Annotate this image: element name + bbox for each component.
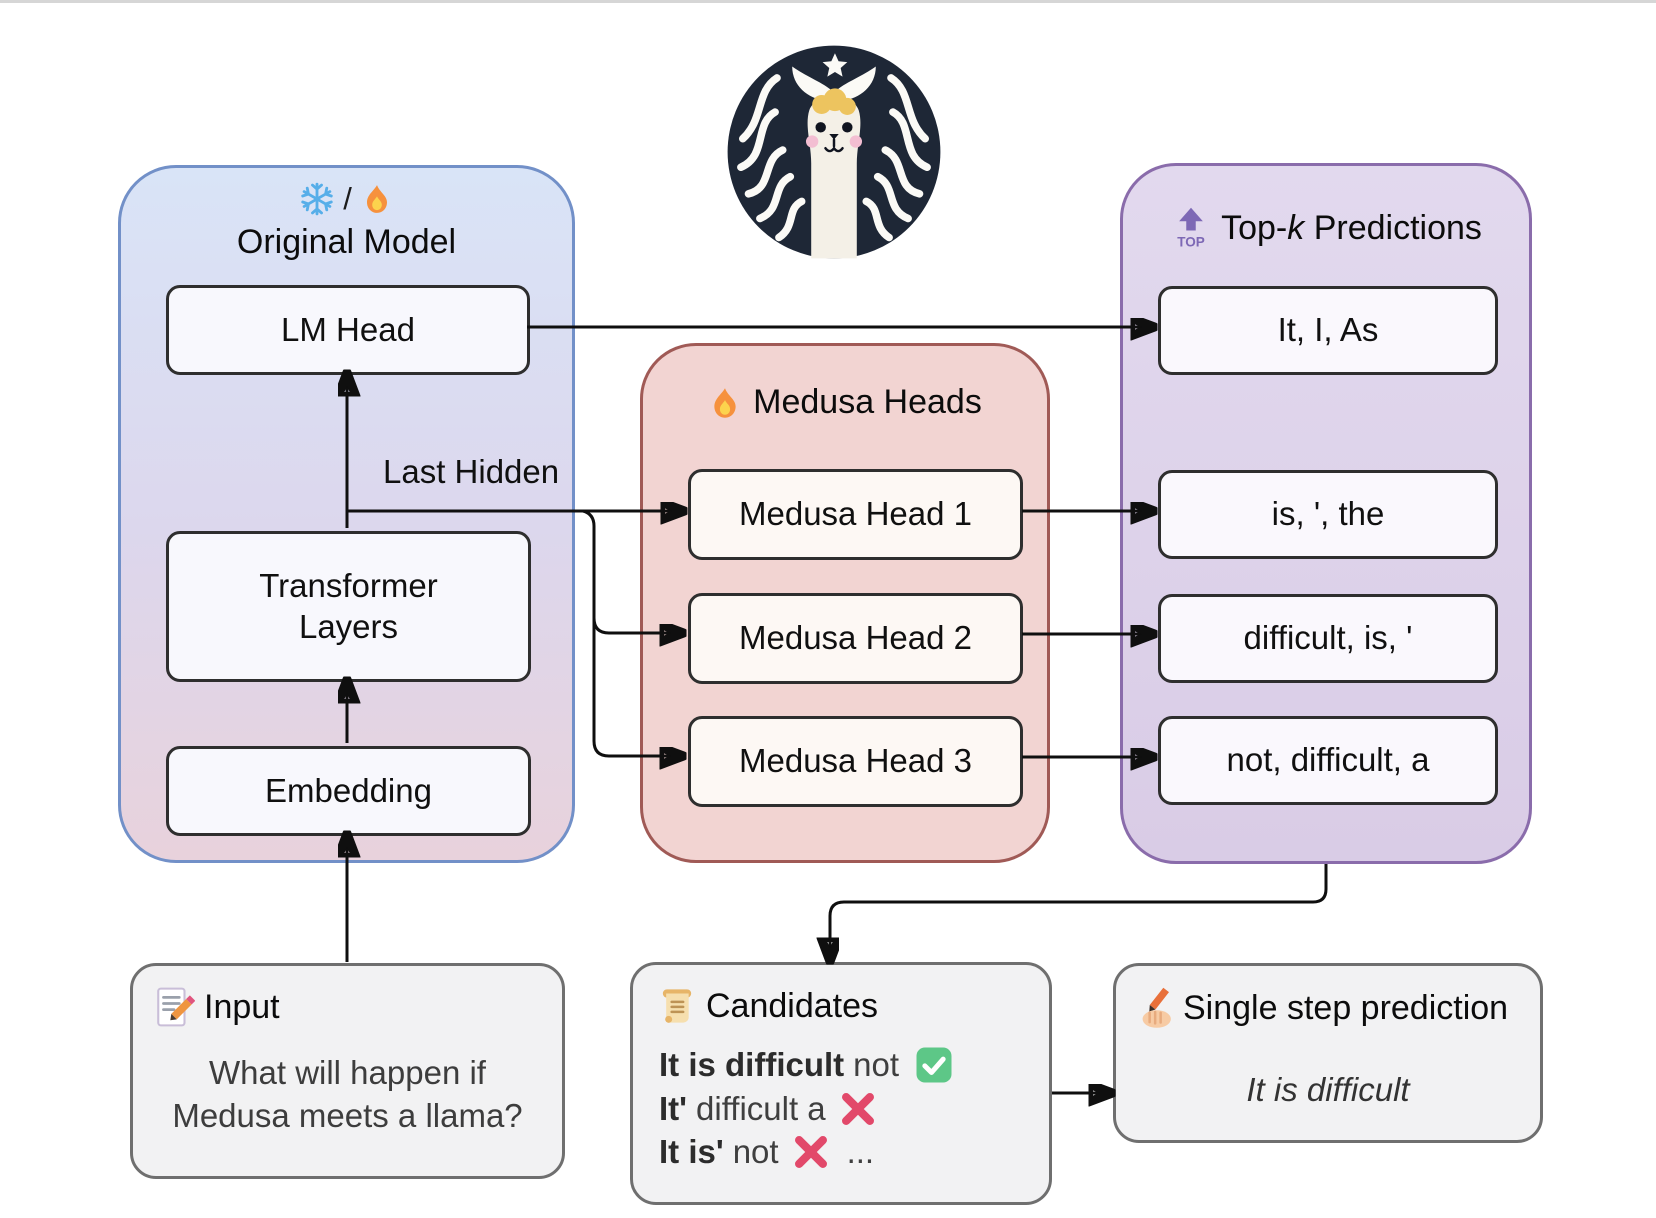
medusa-head-2-label: Medusa Head 2 [739, 619, 972, 657]
transformer-layers-label: Transformer Layers [259, 567, 438, 645]
candidates-title: Candidates [706, 986, 879, 1025]
top-icon: TOP [1177, 207, 1205, 250]
single-step-title-row: Single step prediction [1130, 987, 1508, 1029]
star-icon [822, 53, 848, 77]
prediction-box-lm: It, I, As [1158, 286, 1498, 375]
slash-separator: / [343, 181, 352, 216]
flame-icon [366, 185, 387, 213]
medusa-head-3-label: Medusa Head 3 [739, 742, 972, 780]
single-step-title: Single step prediction [1183, 988, 1509, 1027]
prediction-2-label: difficult, is, ' [1243, 619, 1413, 657]
check-icon [916, 1047, 952, 1083]
embedding-label: Embedding [265, 771, 432, 809]
mane-waves [737, 74, 931, 242]
medusa-head-1-label: Medusa Head 1 [739, 495, 972, 533]
candidate-1-accepted-part: It is difficult [659, 1046, 845, 1083]
topk-title-row: TOP Top-k Predictions [1123, 206, 1529, 250]
prediction-box-3: not, difficult, a [1158, 716, 1498, 805]
prediction-lm-label: It, I, As [1277, 311, 1379, 349]
input-title-row: Input [153, 986, 280, 1028]
cross-icon [841, 1093, 874, 1125]
flame-icon [714, 387, 736, 418]
single-step-box: Single step prediction It is difficult [1113, 963, 1543, 1143]
candidate-2-accepted-part: It' [659, 1090, 688, 1127]
input-text-line1: What will happen if [209, 1054, 486, 1091]
scroll-icon [662, 989, 692, 1023]
topk-title: Top-k Predictions [1221, 209, 1482, 248]
cross-icon [794, 1136, 827, 1168]
candidates-box: Candidates It is difficult not It' diffi… [630, 962, 1052, 1205]
medusa-heads-title-row: Medusa Heads [643, 383, 1047, 422]
page-top-border [0, 0, 1656, 3]
medusa-head-2-box: Medusa Head 2 [688, 593, 1023, 684]
arrow-topk-to-candidates [830, 864, 1328, 960]
candidate-row-2: It' difficult a [659, 1090, 877, 1128]
single-step-content: It is difficult [1246, 1071, 1410, 1108]
llama-face [807, 96, 861, 259]
topk-title-post: Predictions [1304, 208, 1482, 247]
prediction-1-label: is, ', the [1271, 495, 1385, 533]
prediction-3-label: not, difficult, a [1226, 741, 1430, 779]
input-title: Input [204, 987, 280, 1026]
writing-hand-icon [1142, 987, 1171, 1028]
lm-head-box: LM Head [166, 285, 530, 375]
candidate-row-3: It is' not ... [659, 1133, 874, 1171]
face-features [805, 122, 863, 153]
candidate-row-1: It is difficult not [659, 1045, 954, 1085]
topk-predictions-panel: TOP Top-k Predictions It, I, As is, ', t… [1120, 163, 1532, 864]
embedding-box: Embedding [166, 746, 531, 836]
original-model-panel: / Original Model LM Head Last Hidden Tra… [118, 165, 575, 863]
candidate-2-rest: difficult a [696, 1090, 826, 1127]
prediction-box-2: difficult, is, ' [1158, 594, 1498, 683]
topk-title-pre: Top- [1221, 208, 1288, 247]
medusa-head-3-box: Medusa Head 3 [688, 716, 1023, 807]
lm-head-label: LM Head [281, 310, 415, 348]
top-icon-text: TOP [1177, 235, 1205, 250]
horns [792, 66, 876, 101]
medusa-head-1-box: Medusa Head 1 [688, 469, 1023, 560]
medusa-heads-panel: Medusa Heads Medusa Head 1 Medusa Head 2… [640, 343, 1050, 863]
input-box: Input What will happen if Medusa meets a… [130, 963, 565, 1179]
medusa-llama-logo [727, 45, 941, 259]
snowflake-icon [301, 182, 333, 216]
candidates-ellipsis: ... [846, 1133, 875, 1170]
original-model-title: Original Model [236, 223, 457, 261]
frozen-or-trained-row: / [121, 181, 572, 217]
candidate-3-accepted-part: It is' [659, 1133, 724, 1170]
last-hidden-label: Last Hidden [383, 453, 560, 490]
hair-tuft [812, 88, 856, 115]
memo-icon [157, 987, 195, 1027]
prediction-box-1: is, ', the [1158, 470, 1498, 559]
topk-title-k: k [1287, 208, 1305, 247]
candidates-title-row: Candidates [657, 986, 878, 1026]
input-text-line2: Medusa meets a llama? [172, 1097, 523, 1134]
medusa-heads-title: Medusa Heads [753, 383, 982, 421]
candidate-1-rest: not [853, 1046, 900, 1083]
candidate-3-rest: not [732, 1133, 779, 1170]
transformer-layers-box: Transformer Layers [166, 531, 531, 682]
